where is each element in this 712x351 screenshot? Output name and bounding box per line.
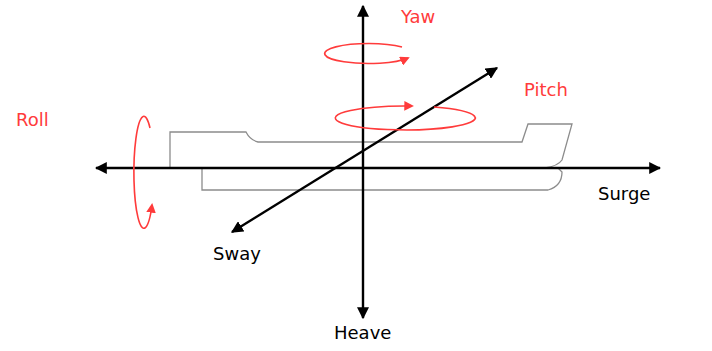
heave-axis [362, 6, 364, 318]
pitch-rotation-arrow [335, 106, 475, 130]
rotation-label: Yaw [401, 7, 435, 27]
rotation-label: Pitch [524, 80, 568, 100]
roll-rotation-arrow [134, 116, 152, 228]
ship-lower-hull [202, 168, 562, 190]
surge-axis [96, 167, 660, 169]
yaw-rotation-arrow [325, 44, 408, 64]
ship-hull [170, 124, 572, 190]
axis-label: Sway [213, 244, 261, 264]
sway-axis [232, 68, 497, 232]
axis-label: Surge [598, 184, 650, 204]
rotation-label: Roll [16, 110, 49, 130]
axis-label: Heave [334, 323, 391, 343]
